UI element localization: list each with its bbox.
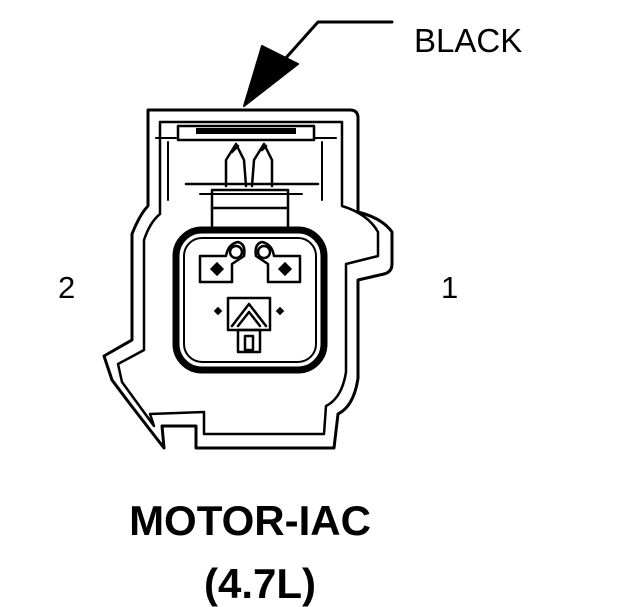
locking-clip [210, 142, 290, 230]
pin-number-2: 2 [58, 270, 76, 305]
component-title: MOTOR-IAC [129, 497, 371, 544]
terminal-cavity [172, 226, 328, 374]
terminal-pin-2 [198, 240, 246, 284]
wire-color-label: BLACK [414, 22, 523, 59]
leader-arrow [243, 20, 394, 107]
terminal-pin-1 [254, 240, 302, 284]
connector-housing [102, 108, 394, 450]
pin-number-1: 1 [441, 270, 459, 305]
polarizing-key [213, 296, 285, 354]
engine-variant: (4.7L) [203, 560, 316, 607]
